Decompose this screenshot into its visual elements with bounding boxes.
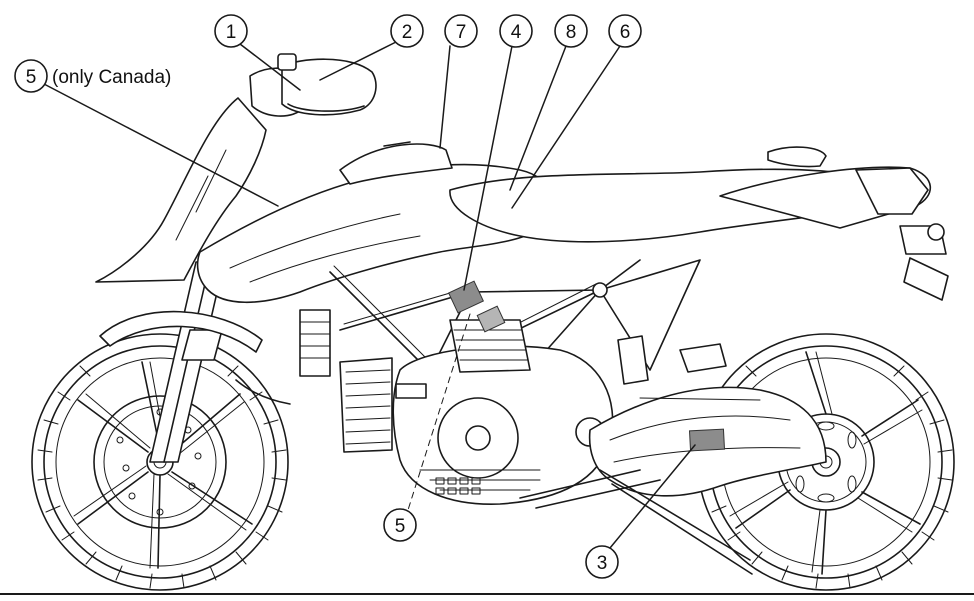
callout-7-number: 7 [456, 22, 467, 43]
callout-6: 6 [608, 14, 642, 48]
callout-1: 1 [214, 14, 248, 48]
callout-5: 5 [383, 508, 417, 542]
rear-shock [299, 309, 649, 385]
callout-2-number: 2 [402, 22, 413, 43]
frame-label-plate-2 [476, 305, 506, 333]
callout-6-number: 6 [620, 22, 631, 43]
callout-7: 7 [444, 14, 478, 48]
callout-5-canada-number: 5 [26, 67, 37, 88]
callout-4: 4 [499, 14, 533, 48]
footpegs-and-stand [395, 343, 727, 509]
callout-5-canada-note: (only Canada) [52, 67, 171, 88]
front-wheel [31, 333, 289, 591]
callouts: 1 2 7 4 8 6 5 (only Canada) 5 [14, 14, 696, 579]
frame-label-plate [447, 280, 485, 314]
seat-and-tail [449, 146, 949, 301]
callout-8-number: 8 [566, 22, 577, 43]
callout-3-number: 3 [597, 553, 608, 574]
callout-1-number: 1 [226, 22, 237, 43]
engine [392, 319, 614, 505]
motorcycle-illustration [31, 53, 955, 591]
callout-8: 8 [554, 14, 588, 48]
callout-2: 2 [390, 14, 424, 48]
front-fairing [95, 53, 377, 283]
vin-label-plate [688, 428, 726, 452]
front-fork [99, 261, 291, 463]
callout-3: 3 [585, 545, 619, 579]
radiator [339, 357, 393, 453]
callout-4-number: 4 [511, 22, 522, 43]
callout-5-canada: 5 (only Canada) [14, 59, 171, 93]
callout-5-number: 5 [395, 516, 406, 537]
